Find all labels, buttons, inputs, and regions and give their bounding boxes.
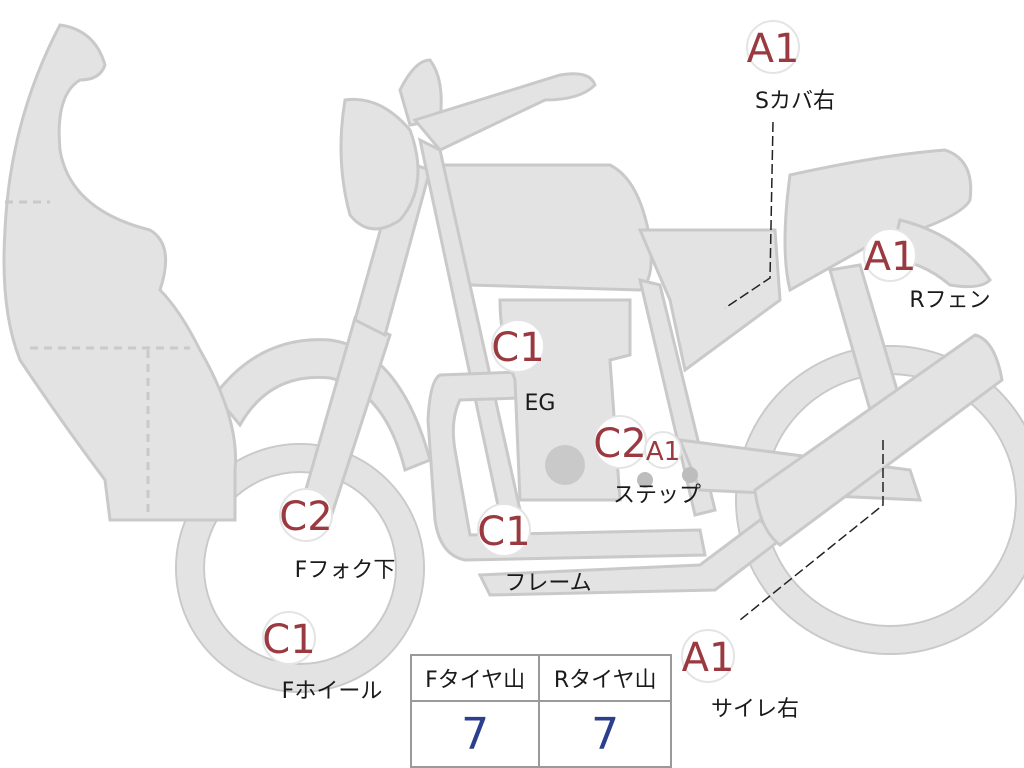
mark-s-cover-right: A1 Sカバ右 [746, 20, 835, 114]
mark-step: C2 A1 ステップ [593, 415, 701, 508]
mark-muffler-right: A1 サイレ右 [681, 629, 799, 722]
svg-text:C2: C2 [279, 494, 332, 540]
tire-tread-table: Fタイヤ山 Rタイヤ山 7 7 [409, 654, 672, 768]
svg-text:Sカバ右: Sカバ右 [755, 89, 835, 114]
svg-text:C1: C1 [491, 325, 544, 371]
rear-tire-header: Rタイヤ山 [538, 654, 672, 702]
svg-text:Fホイール: Fホイール [282, 679, 383, 704]
rear-fender-shape [888, 218, 992, 289]
front-tire-header: Fタイヤ山 [409, 654, 541, 702]
svg-text:A1: A1 [682, 635, 735, 681]
seat-shape [783, 148, 973, 293]
svg-text:C1: C1 [477, 509, 530, 555]
svg-text:A1: A1 [646, 437, 680, 467]
svg-text:Rフェン: Rフェン [909, 288, 990, 313]
svg-text:A1: A1 [747, 26, 800, 72]
handlebar-shape [412, 72, 597, 152]
side-cover-shape [637, 228, 782, 373]
fuel-tank-shape [438, 163, 653, 292]
svg-text:EG: EG [525, 391, 556, 416]
rear-tire-value: 7 [538, 700, 672, 768]
mark-front-wheel: C1 Fホイール [262, 611, 383, 704]
front-wheel-shape [175, 443, 425, 693]
muffler-shape [753, 333, 1004, 547]
leader-line-muffler [739, 440, 884, 621]
svg-text:フレーム: フレーム [504, 571, 591, 596]
headlight-shape [339, 97, 420, 231]
svg-text:サイレ右: サイレ右 [711, 697, 799, 722]
leader-line-s-cover [724, 121, 774, 309]
mark-engine: C1 EG [491, 319, 556, 416]
svg-text:C2: C2 [593, 421, 646, 467]
svg-text:C1: C1 [262, 617, 315, 663]
mark-frame: C1 フレーム [477, 503, 592, 596]
svg-text:A1: A1 [864, 234, 917, 280]
mark-r-fender: A1 Rフェン [863, 228, 991, 313]
mark-front-fork-lower: C2 Fフォク下 [279, 488, 396, 583]
front-tire-value: 7 [409, 700, 541, 768]
svg-text:Fフォク下: Fフォク下 [295, 558, 396, 583]
svg-text:ステップ: ステップ [613, 483, 701, 508]
fairing-shape [2, 23, 238, 522]
